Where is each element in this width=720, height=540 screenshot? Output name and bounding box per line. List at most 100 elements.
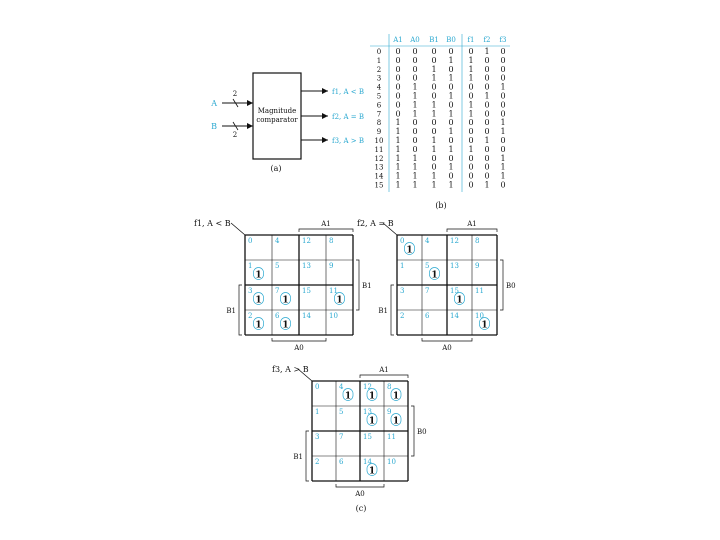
kmap-one-entry: 1: [282, 321, 288, 331]
truth-table-cell: 1: [468, 100, 473, 109]
kmap-bottom-bracket: [271, 338, 327, 342]
comparator-label-line1: Magnitude: [258, 107, 297, 115]
truth-table-row-index: 2: [377, 66, 381, 74]
kmap-group-loop: [454, 292, 465, 305]
kmap-cell-index: 4: [425, 237, 430, 245]
truth-table-cell: 0: [468, 127, 473, 136]
kmap-cell-index: 5: [339, 408, 343, 416]
kmap-group-loop: [366, 463, 378, 476]
truth-table-header: A0: [409, 36, 420, 44]
kmap-cell-index: 13: [302, 262, 311, 270]
kmap-cell-index: 11: [475, 287, 484, 295]
truth-table-cell: 0: [431, 47, 436, 56]
truth-table-row-index: 11: [375, 146, 384, 154]
kmap-cell-index: 1: [315, 408, 319, 416]
kmap-group-loop: [390, 413, 402, 426]
truth-table-cell: 1: [484, 92, 489, 101]
truth-table-row-index: 5: [377, 93, 381, 101]
kmap-cell-index: 9: [387, 408, 391, 416]
truth-table-cell: 0: [395, 47, 400, 56]
truth-table-row-index: 8: [377, 119, 381, 127]
truth-table-cell: 0: [500, 92, 505, 101]
kmap-one-entry: 1: [255, 296, 261, 306]
kmap-cell-index: 14: [450, 312, 459, 320]
kmap-top-bracket: [446, 228, 498, 232]
truth-table-cell: 0: [412, 65, 417, 74]
kmap-one-entry: 1: [336, 296, 342, 306]
kmap-right-bracket: [411, 405, 415, 457]
kmap-cell-index: 0: [400, 237, 404, 245]
truth-table-row-index: 1: [377, 57, 381, 65]
kmap-group-loop: [334, 292, 345, 305]
input-b-width: 2: [233, 131, 237, 139]
truth-table-cell: 1: [448, 74, 453, 83]
kmap-left-bracket: [390, 284, 394, 336]
truth-table-cell: 1: [412, 181, 417, 190]
truth-table-cell: 1: [500, 127, 505, 136]
truth-table-cell: 1: [468, 56, 473, 65]
truth-table-cell: 1: [412, 154, 417, 163]
truth-table-cell: 0: [484, 83, 489, 92]
truth-table-cell: 0: [484, 154, 489, 163]
kmap-group-loop: [280, 292, 291, 305]
output-f2-arrow-icon: [322, 113, 328, 119]
kmap-one-entry: 1: [369, 467, 375, 477]
kmap-right-bracket: [356, 259, 360, 311]
truth-table-cell: 0: [412, 74, 417, 83]
kmap-one-entry: 1: [431, 271, 437, 281]
truth-table-cell: 1: [412, 83, 417, 92]
truth-table-cell: 1: [500, 118, 505, 127]
kmap-one-entry: 1: [481, 321, 487, 331]
kmap-one-entry: 1: [255, 321, 261, 331]
truth-table-header: f1: [467, 36, 474, 44]
kmap-cell-index: 3: [400, 287, 404, 295]
kmap-group-loop: [342, 388, 354, 401]
truth-table-header: B0: [446, 36, 456, 44]
kmap-cell-index: 10: [475, 312, 484, 320]
output-f2-label: f2, A = B: [332, 113, 364, 121]
truth-table-cell: 1: [468, 145, 473, 154]
truth-table-cell: 0: [468, 47, 473, 56]
truth-table-cell: 0: [412, 118, 417, 127]
truth-table-cell: 1: [468, 109, 473, 118]
truth-table-cell: 0: [484, 172, 489, 181]
truth-table-cell: 0: [412, 136, 417, 145]
truth-table-cell: 1: [395, 154, 400, 163]
truth-table-cell: 0: [484, 56, 489, 65]
truth-table-cell: 0: [448, 100, 453, 109]
kmap-corner-slash: [297, 368, 313, 382]
truth-table-cell: 1: [412, 100, 417, 109]
truth-table-header: f2: [483, 36, 490, 44]
kmap-cell-index: 12: [363, 383, 372, 391]
kmap-cell-index: 14: [302, 312, 311, 320]
kmap-top-label: A1: [378, 366, 389, 374]
truth-table-row-index: 9: [377, 128, 381, 136]
kmap-top-label: A1: [320, 220, 331, 228]
kmap-corner-slash: [230, 222, 246, 236]
kmap-cell-index: 13: [450, 262, 459, 270]
caption-c: (c): [356, 504, 367, 513]
truth-table-cell: 1: [431, 109, 436, 118]
kmap-cell-index: 5: [425, 262, 429, 270]
truth-table-header: A1: [392, 36, 403, 44]
truth-table-cell: 0: [431, 56, 436, 65]
truth-table-cell: 0: [448, 83, 453, 92]
truth-table-cell: 0: [412, 145, 417, 154]
kmap-group-loop: [366, 413, 378, 426]
kmap-cell-index: 1: [400, 262, 404, 270]
kmap-bottom-label: A0: [293, 344, 304, 352]
kmap-cell-index: 4: [339, 383, 344, 391]
truth-table-cell: 1: [431, 172, 436, 181]
kmap-cell-index: 4: [275, 237, 280, 245]
truth-table-cell: 0: [395, 100, 400, 109]
kmap-right-bracket: [500, 259, 504, 311]
truth-table-cell: 1: [431, 74, 436, 83]
kmap-cell-index: 2: [400, 312, 404, 320]
truth-table-cell: 1: [484, 47, 489, 56]
kmap-cell-index: 12: [450, 237, 459, 245]
truth-table-cell: 0: [500, 74, 505, 83]
input-a-bus-slash: [232, 98, 239, 108]
kmap-one-entry: 1: [456, 296, 462, 306]
input-b-label: B: [211, 122, 217, 131]
